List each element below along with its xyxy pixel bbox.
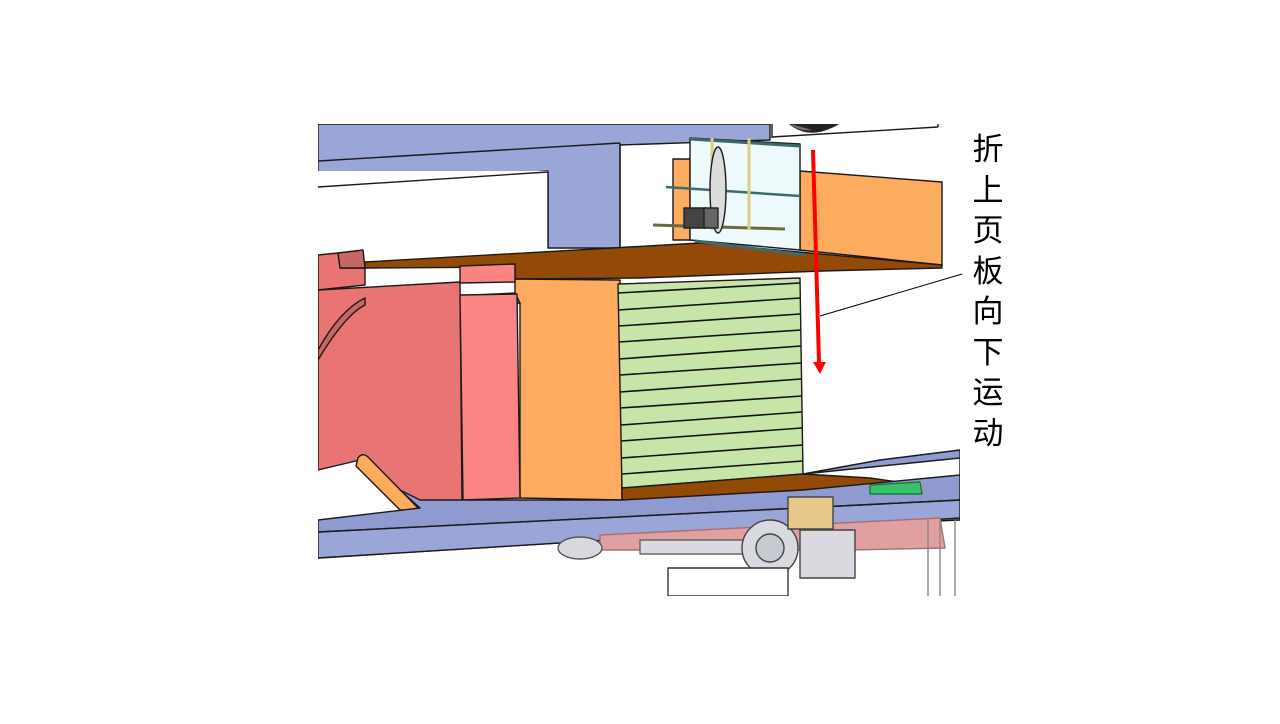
- red-left-guide: [318, 249, 521, 511]
- brown-top-plate: [364, 242, 943, 280]
- motor-drive-unit: [557, 496, 956, 596]
- label-char: 折: [972, 132, 1004, 168]
- label-char: 页: [972, 213, 1004, 249]
- top-roller: [771, 124, 939, 138]
- label-char: 向: [972, 294, 1004, 330]
- down-arrow: [811, 149, 826, 374]
- label-char: 运: [972, 375, 1004, 411]
- top-frame-beam: [318, 124, 771, 260]
- label-char: 上: [972, 172, 1004, 209]
- label-char: 板: [972, 253, 1004, 290]
- motion-annotation-label: 折 上 页 板 向 下 运 动: [968, 130, 1008, 454]
- label-char: 下: [972, 334, 1004, 371]
- glass-frame-mechanism: [652, 137, 806, 257]
- label-char: 动: [972, 415, 1004, 452]
- green-sheet-stack: [617, 277, 921, 501]
- leader-line: [819, 273, 963, 317]
